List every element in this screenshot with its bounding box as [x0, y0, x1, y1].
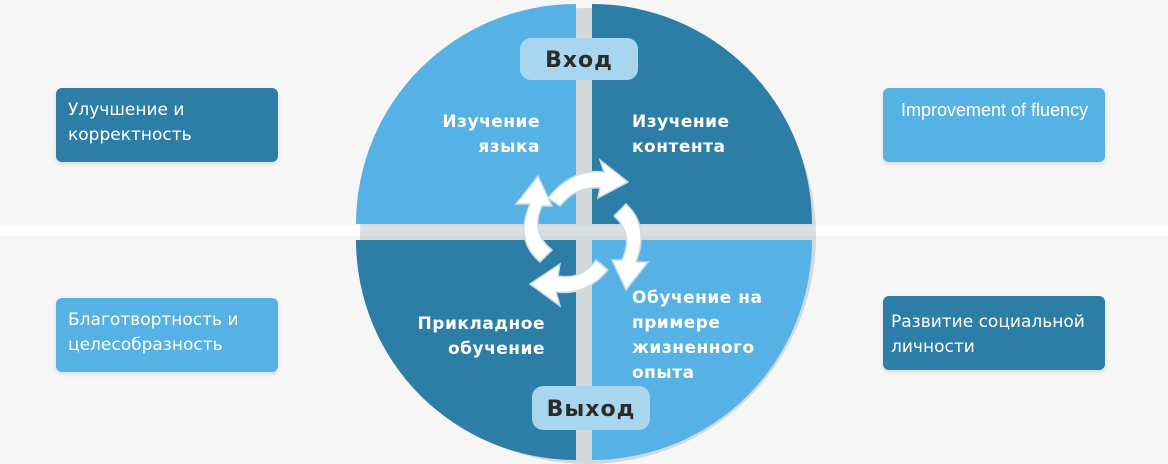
right-bottom-box: Развитие социальной личности — [883, 296, 1105, 370]
label-bottom-left: Прикладное обучение — [395, 312, 545, 362]
quadrant-top-right — [592, 4, 812, 224]
quadrant-bottom-left — [356, 240, 576, 460]
cycle-arrows — [514, 157, 650, 308]
left-bottom-box: Благотвортность и целесобразность — [56, 298, 278, 372]
label-top-left: Изучение языка — [430, 110, 540, 160]
label-bottom-right: Обучение на примере жизненного опыта — [632, 286, 770, 386]
arrow-right-icon — [610, 202, 650, 292]
arrow-bottom-icon — [528, 258, 610, 308]
output-pill: Выход — [532, 386, 650, 430]
arrow-top-icon — [546, 157, 630, 208]
label-bottom-right-text: Обучение на примере жизненного опыта — [632, 288, 763, 383]
left-bottom-box-text: Благотвортность и целесобразность — [68, 310, 239, 355]
input-pill: Вход — [520, 38, 638, 80]
left-top-box: Улучшение и корректность — [56, 88, 278, 162]
input-pill-text: Вход — [545, 48, 613, 73]
output-pill-text: Выход — [546, 397, 636, 422]
label-bottom-left-text: Прикладное обучение — [417, 314, 545, 359]
right-top-box-text: Improvement of fluency — [901, 100, 1089, 120]
label-top-right-text: Изучение контента — [632, 112, 730, 157]
right-bottom-box-text: Развитие социальной личности — [891, 312, 1085, 357]
label-top-right: Изучение контента — [632, 110, 752, 160]
left-top-box-text: Улучшение и корректность — [68, 100, 192, 145]
arrow-left-icon — [514, 174, 554, 264]
right-top-box: Improvement of fluency — [883, 88, 1105, 162]
label-top-left-text: Изучение языка — [442, 112, 540, 157]
